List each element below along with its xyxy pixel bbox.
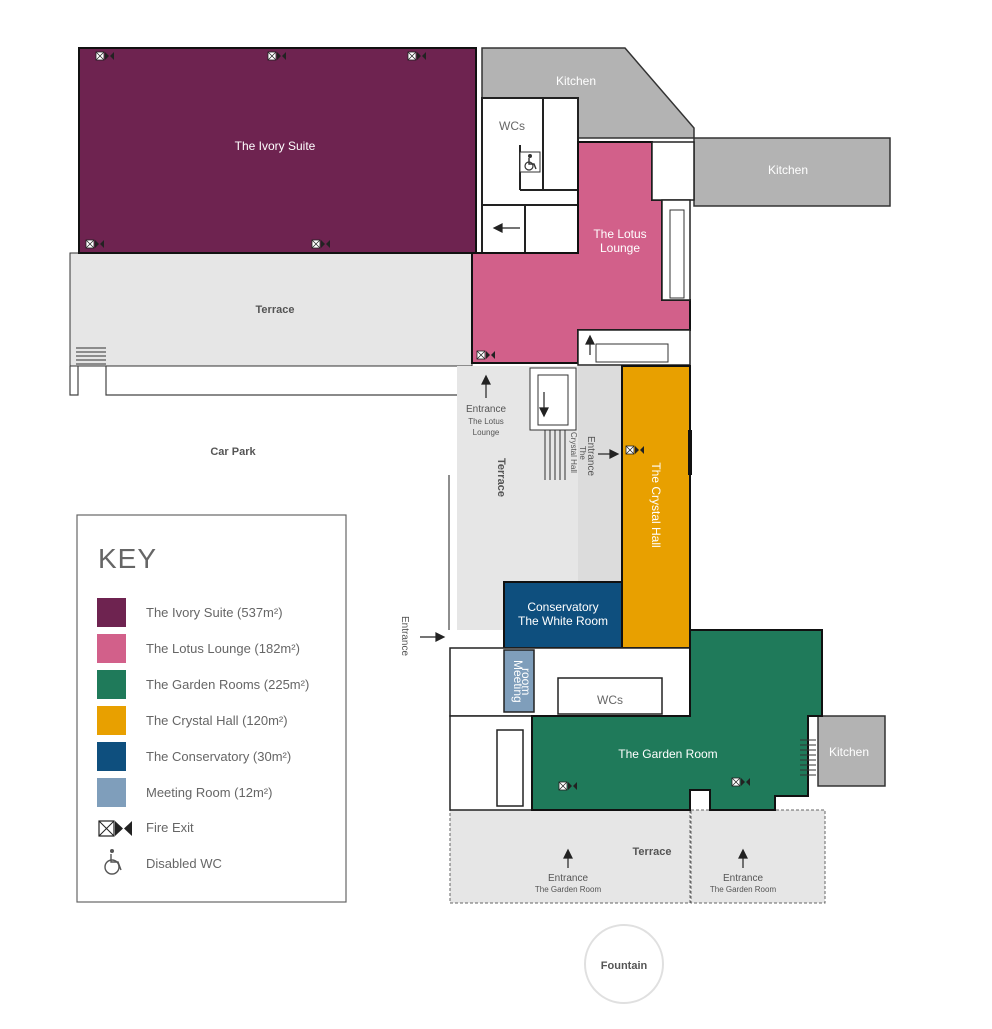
disabled-wc-icon [519,151,541,173]
key-item-label: The Lotus Lounge (182m²) [146,641,300,656]
fire-exit-icon [85,239,104,249]
entrance-lotus-label-2: The Lotus [468,417,504,426]
key-swatch [97,670,126,699]
key-item-label: The Conservatory (30m²) [146,749,291,764]
kitchen-bottom-room[interactable] [817,715,886,787]
disabled-wc-key-icon [104,849,122,875]
terrace-main [69,252,473,367]
crystal-hall-label: The Crystal Hall [649,462,663,547]
lotus-service-corridor [577,141,695,366]
car-park-boundary [69,366,457,630]
car-park-label: Car Park [210,446,256,458]
meeting-room-label-1: Meeting [511,660,525,703]
fire-exit-key-icon [98,820,132,837]
ivory-suite-room[interactable] [78,47,477,254]
lotus-lounge-label-1: The Lotus [593,227,646,241]
fire-exit-icon [558,781,577,791]
entrance-lotus-label-1: Entrance [466,404,506,415]
terrace-stairs [76,347,106,365]
key-item-label: The Ivory Suite (537m²) [146,605,283,620]
key-title: KEY [98,543,157,574]
wcs-top-label: WCs [499,119,525,133]
meeting-room-label-2: room [519,668,533,695]
fountain-circle [584,924,664,1004]
kitchen-right-label: Kitchen [768,163,808,177]
crystal-hall-room[interactable] [621,365,691,649]
fire-exit-key-label: Fire Exit [146,820,194,835]
entrance-crystal-label-1: Entrance [585,436,596,476]
fountain-label: Fountain [601,960,648,972]
crystal-entrance-stairs [529,367,577,480]
kitchen-top-label: Kitchen [556,74,596,88]
terrace-side-label: Terrace [495,458,507,497]
entrance-garden1-label-2: The Garden Room [535,885,602,894]
lotus-corridor-lines [595,209,685,363]
fire-exit-icon [476,350,495,360]
entrance-crystal-label-3: Crystal Hall [569,432,578,473]
meeting-room[interactable] [503,649,535,713]
conservatory-label-1: Conservatory [527,600,598,614]
terrace-garden-label: Terrace [633,846,672,858]
key-swatch [97,778,126,807]
fire-exit-icons [85,51,750,791]
garden-room[interactable] [531,629,823,811]
entrance-side-label: Entrance [399,616,410,656]
key-item-label: The Crystal Hall (120m²) [146,713,288,728]
fire-exit-icon [311,239,330,249]
garden-room-label: The Garden Room [618,747,717,761]
fire-exit-icon [625,445,644,455]
terrace-garden-right [690,809,826,904]
entrance-lotus-label-3: Lounge [473,428,500,437]
key-swatch [97,706,126,735]
entrance-garden1-label-1: Entrance [548,873,588,884]
fire-exit-icon [731,777,750,787]
fire-exit-icon [95,51,114,61]
key-swatch [97,742,126,771]
key-item-label: Meeting Room (12m²) [146,785,272,800]
entrance-crystal-label-2: The [578,446,587,460]
kitchen-bottom-label: Kitchen [829,745,869,759]
fire-exit-icon [267,51,286,61]
key-item-label: The Garden Rooms (225m²) [146,677,309,692]
lotus-lounge-label-2: Lounge [600,241,640,255]
wcs-bottom-label: WCs [597,693,623,707]
ivory-suite-label: The Ivory Suite [235,139,316,153]
entrance-garden2-label-2: The Garden Room [710,885,777,894]
entrance-garden2-label-1: Entrance [723,873,763,884]
key-swatch [97,634,126,663]
disabled-wc-key-label: Disabled WC [146,856,222,871]
conservatory-label-2: The White Room [518,614,608,628]
entrance-arrows [420,223,748,868]
fire-exit-icon [407,51,426,61]
kitchen-bottom-stairs [800,739,816,776]
key-swatch [97,598,126,627]
terrace-main-label: Terrace [256,304,295,316]
terrace-crystal-strip [578,366,622,582]
kitchen-right-room[interactable] [693,137,891,207]
lower-service-block [449,647,691,811]
key-items: The Ivory Suite (537m²) The Lotus Lounge … [97,598,309,807]
